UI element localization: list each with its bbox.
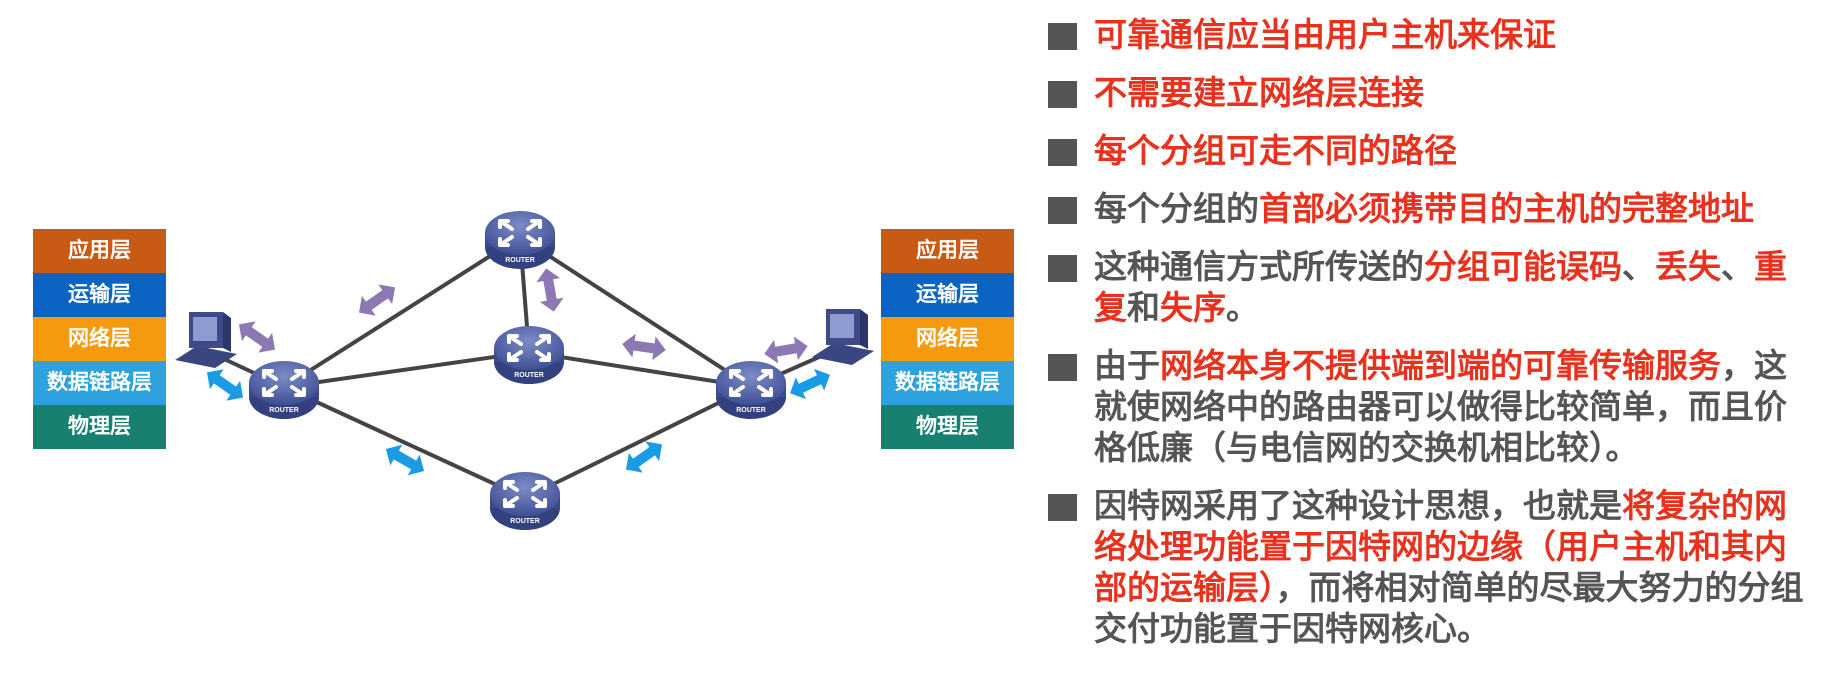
router-label: ROUTER — [514, 372, 544, 379]
layer-1: 运输层 — [881, 273, 1014, 317]
bullet-item: 每个分组的首部必须携带目的主机的完整地址 — [1048, 188, 1828, 229]
plain-text: 由于 — [1094, 347, 1160, 384]
plain-text: ，这就使网络中的路由器可以做得比较简单，而且价格低廉（与电信网的交换机相比较）。 — [1094, 347, 1787, 466]
highlighted-text: 将复杂的网络处理功能置于因特网的边缘（用户主机和其内部的运输层） — [1094, 487, 1787, 606]
left-protocol-stack: 应用层运输层网络层数据链路层物理层 — [33, 229, 166, 449]
bullet-square-icon — [1048, 255, 1077, 282]
bullet-text: 这种通信方式所传送的分组可能误码、丢失、重复和失序。 — [1094, 246, 1806, 328]
bullet-item: 这种通信方式所传送的分组可能误码、丢失、重复和失序。 — [1048, 246, 1828, 328]
plain-text: 因特网采用了这种设计思想，也就是 — [1094, 487, 1622, 524]
bullet-square-icon — [1048, 494, 1077, 521]
bullet-square-icon — [1048, 139, 1077, 166]
links — [204, 235, 836, 500]
router-top: ROUTER — [483, 209, 557, 271]
link-left-bottom — [283, 385, 526, 500]
bullet-list: 可靠通信应当由用户主机来保证不需要建立网络层连接每个分组可走不同的路径每个分组的… — [1048, 14, 1828, 666]
highlighted-text: 每个分组可走不同的路径 — [1094, 132, 1457, 169]
network-diagram: ROUTER ROUTER ROUTER ROUTER ROUTER — [175, 209, 874, 532]
layer-4: 物理层 — [881, 405, 1014, 449]
bullet-text: 由于网络本身不提供端到端的可靠传输服务，这就使网络中的路由器可以做得比较简单，而… — [1094, 345, 1806, 468]
router-label: ROUTER — [269, 407, 299, 414]
right-host-computer-icon — [812, 309, 874, 365]
bullet-item: 可靠通信应当由用户主机来保证 — [1048, 14, 1828, 55]
bullet-item: 因特网采用了这种设计思想，也就是将复杂的网络处理功能置于因特网的边缘（用户主机和… — [1048, 485, 1828, 649]
plain-text: 。 — [1226, 289, 1259, 326]
highlighted-text: 分组可能误码 — [1424, 248, 1622, 285]
bullet-text: 不需要建立网络层连接 — [1094, 72, 1806, 113]
bullet-item: 每个分组可走不同的路径 — [1048, 130, 1828, 171]
bullet-text: 因特网采用了这种设计思想，也就是将复杂的网络处理功能置于因特网的边缘（用户主机和… — [1094, 485, 1806, 649]
highlighted-text: 重复 — [1094, 248, 1787, 326]
blue-packet-arrow-icon — [379, 438, 431, 482]
link-left-middle — [283, 350, 530, 389]
purple-packet-arrow-icon — [534, 266, 566, 314]
plain-text: 和 — [1127, 289, 1160, 326]
router-label: ROUTER — [505, 257, 535, 264]
layer-3: 数据链路层 — [33, 361, 166, 405]
layer-3: 数据链路层 — [881, 361, 1014, 405]
layer-1: 运输层 — [33, 273, 166, 317]
purple-packet-arrow-icon — [620, 332, 668, 362]
right-protocol-stack: 应用层运输层网络层数据链路层物理层 — [881, 229, 1014, 449]
layer-2: 网络层 — [33, 317, 166, 361]
bullet-item: 由于网络本身不提供端到端的可靠传输服务，这就使网络中的路由器可以做得比较简单，而… — [1048, 345, 1828, 468]
router-label: ROUTER — [736, 407, 766, 414]
plain-text: 、 — [1622, 248, 1655, 285]
link-middle-right — [528, 350, 752, 389]
link-bottom-right — [524, 385, 752, 500]
link-left-top — [282, 235, 522, 389]
router-right: ROUTER — [714, 359, 788, 421]
layer-2: 网络层 — [881, 317, 1014, 361]
router-middle: ROUTER — [492, 324, 566, 386]
layer-4: 物理层 — [33, 405, 166, 449]
bullet-text: 每个分组的首部必须携带目的主机的完整地址 — [1094, 188, 1806, 229]
bullet-text: 每个分组可走不同的路径 — [1094, 130, 1806, 171]
router-left: ROUTER — [247, 359, 321, 421]
purple-packet-arrow-icon — [232, 314, 282, 360]
plain-text: 这种通信方式所传送的 — [1094, 248, 1424, 285]
link-top-right — [518, 235, 753, 389]
plain-text: 、 — [1721, 248, 1754, 285]
purple-packet-arrow-icon — [762, 334, 810, 366]
bullet-square-icon — [1048, 23, 1077, 50]
bullet-square-icon — [1048, 81, 1077, 108]
highlighted-text: 网络本身不提供端到端的可靠传输服务 — [1160, 347, 1721, 384]
router-bottom: ROUTER — [488, 470, 562, 532]
bullet-square-icon — [1048, 197, 1077, 224]
layer-0: 应用层 — [33, 229, 166, 273]
bullet-square-icon — [1048, 354, 1077, 381]
layer-0: 应用层 — [881, 229, 1014, 273]
bullet-text: 可靠通信应当由用户主机来保证 — [1094, 14, 1806, 55]
highlighted-text: 不需要建立网络层连接 — [1094, 74, 1424, 111]
highlighted-text: 首部必须携带目的主机的完整地址 — [1259, 190, 1754, 227]
highlighted-text: 失序 — [1160, 289, 1226, 326]
bullet-item: 不需要建立网络层连接 — [1048, 72, 1828, 113]
left-host-computer-icon — [175, 312, 237, 368]
router-label: ROUTER — [510, 518, 540, 525]
highlighted-text: 丢失 — [1655, 248, 1721, 285]
highlighted-text: 可靠通信应当由用户主机来保证 — [1094, 16, 1556, 53]
plain-text: 每个分组的 — [1094, 190, 1259, 227]
plain-text: ，而将相对简单的尽最大努力的分组交付功能置于因特网核心。 — [1094, 569, 1804, 647]
